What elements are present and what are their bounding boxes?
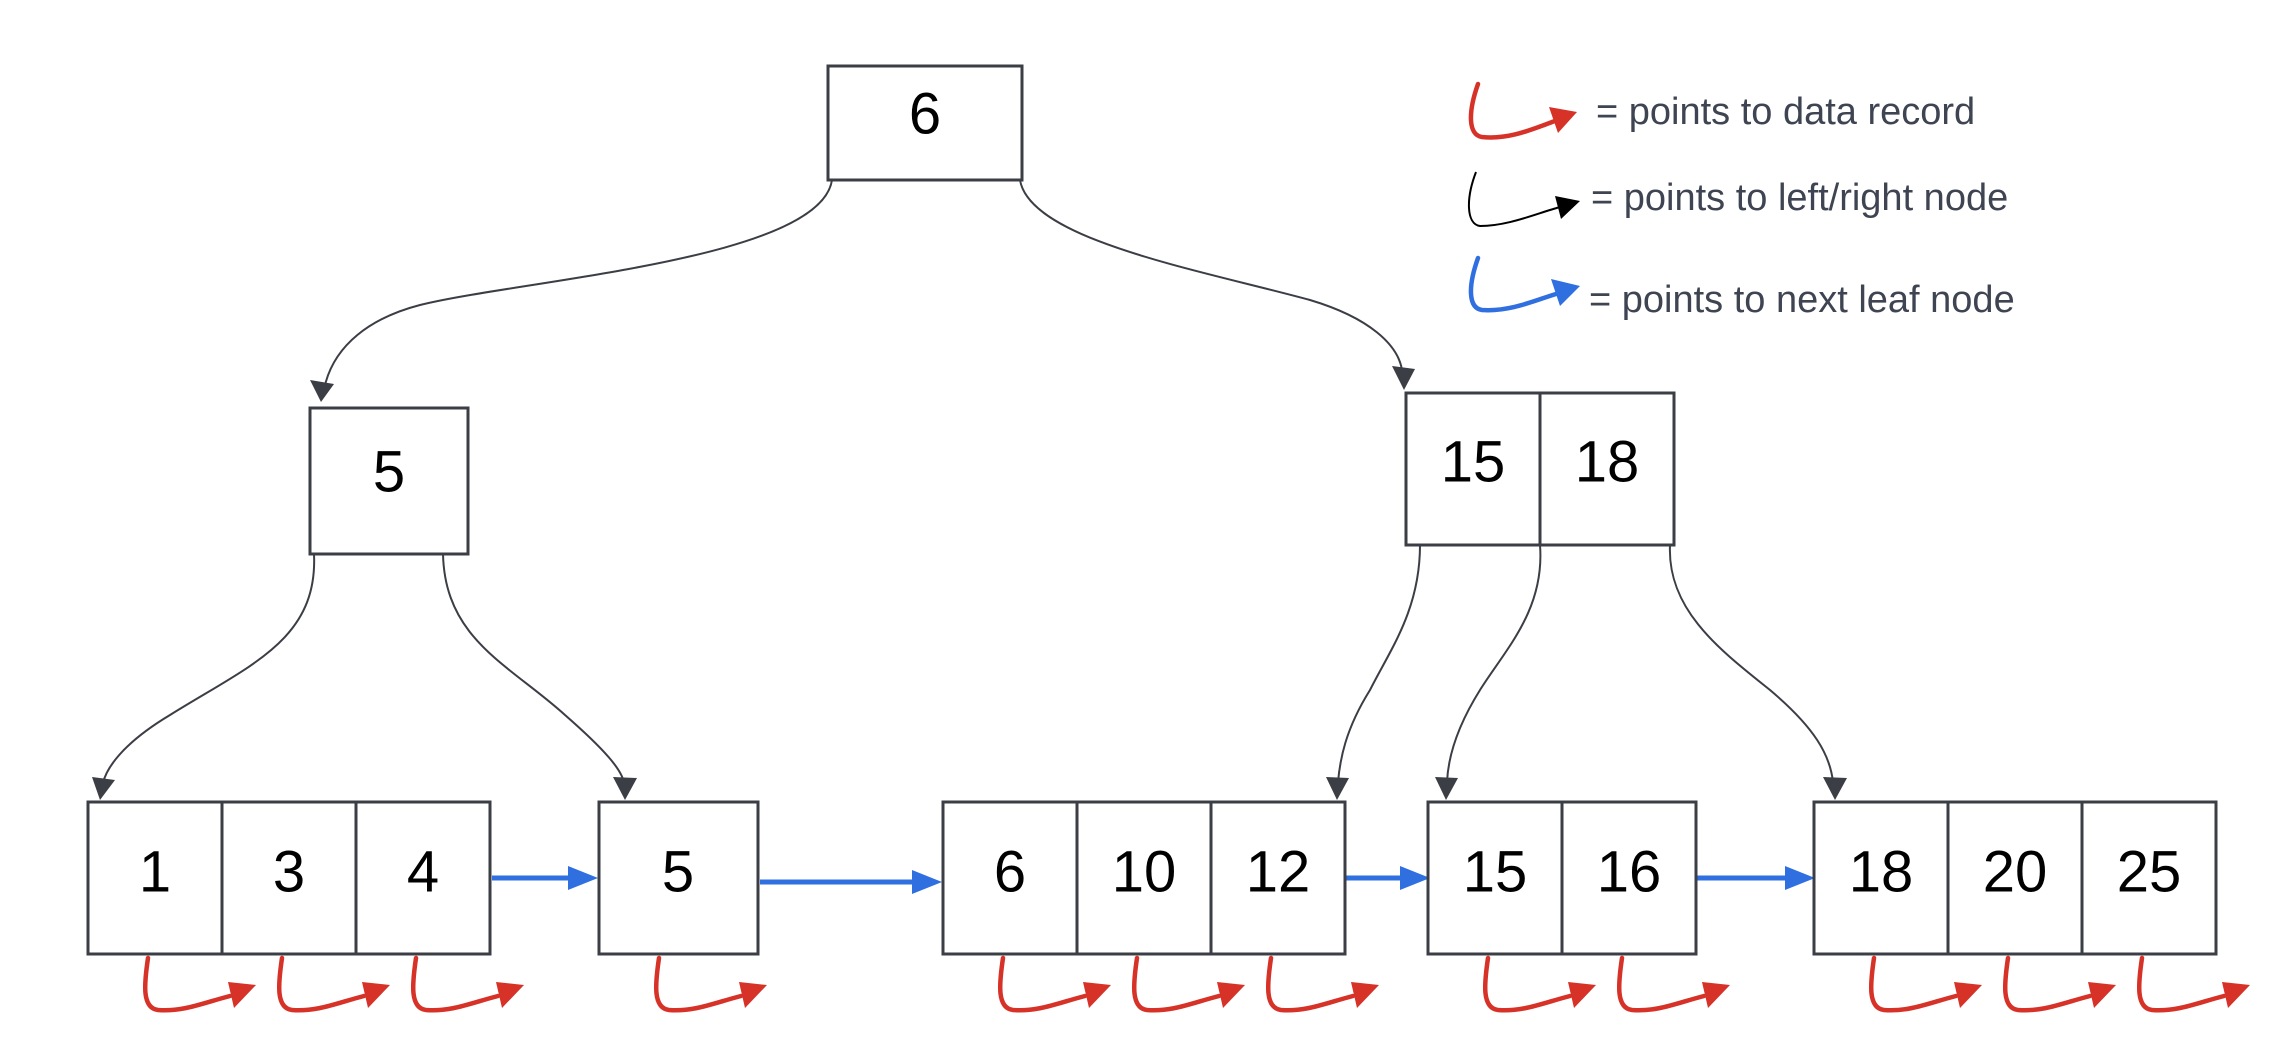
leaf-key: 12 bbox=[1246, 840, 1311, 905]
data-record-pointer bbox=[654, 955, 767, 1013]
leaf-key: 10 bbox=[1112, 840, 1177, 905]
leaf-key: 4 bbox=[407, 840, 439, 905]
root-node: 6 bbox=[826, 64, 1024, 182]
leaf-node-3: 6 10 12 bbox=[941, 800, 1347, 956]
leaf-key: 6 bbox=[994, 840, 1026, 905]
next-leaf-link bbox=[1346, 866, 1430, 890]
data-record-pointer bbox=[277, 955, 390, 1013]
data-record-pointer bbox=[1617, 955, 1730, 1013]
leaf-key: 16 bbox=[1597, 840, 1662, 905]
data-record-pointer bbox=[2003, 955, 2116, 1013]
internal-key: 18 bbox=[1575, 430, 1640, 495]
root-key: 6 bbox=[909, 82, 941, 147]
edge-root-to-right bbox=[1019, 179, 1415, 390]
internal-node-right: 15 18 bbox=[1404, 391, 1676, 547]
leaf-key: 3 bbox=[273, 840, 305, 905]
data-record-pointers bbox=[143, 955, 2250, 1013]
internal-node-left: 5 bbox=[308, 406, 470, 556]
edge-root-to-left bbox=[310, 179, 833, 402]
internal-key: 15 bbox=[1441, 430, 1506, 495]
leaf-key: 5 bbox=[662, 840, 694, 905]
data-record-pointer bbox=[998, 955, 1111, 1013]
next-leaf-link bbox=[1695, 866, 1815, 890]
leaf-key: 20 bbox=[1983, 840, 2048, 905]
child-pointer-arrow-icon bbox=[1467, 171, 1580, 228]
edge-node15-to-leaf3 bbox=[1326, 544, 1421, 800]
leaf-node-5: 18 20 25 bbox=[1812, 800, 2218, 956]
next-leaf-arrow-icon bbox=[1468, 255, 1580, 313]
data-record-pointer bbox=[1869, 955, 1982, 1013]
legend-data-record-label: = points to data record bbox=[1596, 91, 1975, 133]
leaf-node-4: 15 16 bbox=[1426, 800, 1698, 956]
leaf-node-1: 1 3 4 bbox=[86, 800, 492, 956]
leaf-node-2: 5 bbox=[597, 800, 760, 956]
legend-next-leaf-label: = points to next leaf node bbox=[1589, 279, 2015, 321]
next-leaf-link bbox=[760, 870, 942, 894]
edge-node5-to-leaf2 bbox=[442, 553, 637, 800]
leaf-key: 18 bbox=[1849, 840, 1914, 905]
edge-node18right-to-leaf5 bbox=[1668, 544, 1847, 800]
data-record-pointer bbox=[411, 955, 524, 1013]
leaf-key: 25 bbox=[2117, 840, 2182, 905]
data-record-pointer bbox=[143, 955, 256, 1013]
tree-edges bbox=[92, 179, 1847, 800]
legend: = points to data record = points to left… bbox=[1467, 81, 2015, 321]
internal-key: 5 bbox=[373, 440, 405, 505]
edge-node5-to-leaf1 bbox=[92, 553, 316, 800]
next-leaf-link bbox=[492, 866, 598, 890]
data-record-pointer bbox=[1132, 955, 1245, 1013]
data-record-pointer bbox=[2137, 955, 2250, 1013]
leaf-key: 15 bbox=[1463, 840, 1528, 905]
data-record-pointer bbox=[1483, 955, 1596, 1013]
legend-child-label: = points to left/right node bbox=[1591, 177, 2008, 219]
data-record-pointer bbox=[1266, 955, 1379, 1013]
leaf-key: 1 bbox=[139, 840, 171, 905]
data-record-arrow-icon bbox=[1468, 81, 1577, 140]
next-leaf-links bbox=[492, 866, 1815, 894]
edge-node18left-to-leaf4 bbox=[1435, 544, 1542, 800]
